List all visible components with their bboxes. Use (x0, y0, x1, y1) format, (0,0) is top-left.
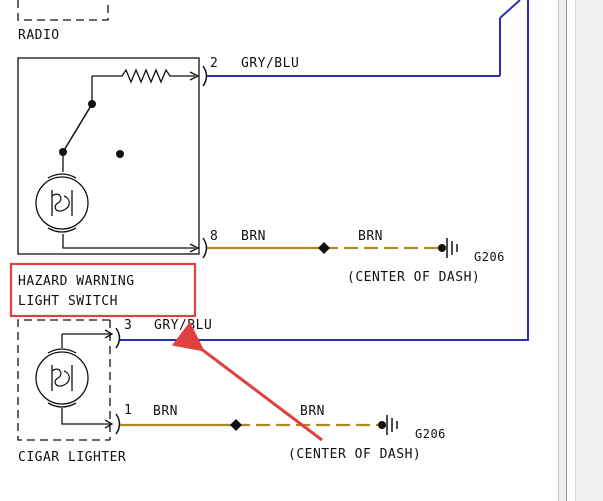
radio-label: RADIO (18, 28, 60, 43)
wire-color-gry-blu-top: GRY/BLU (241, 56, 299, 71)
connector-pin-2: 2 (202, 56, 218, 87)
connector-pin-3: 3 (115, 318, 132, 349)
hazard-label-line-2: LIGHT SWITCH (18, 294, 118, 309)
blue-feed-wire (499, 0, 529, 341)
hazard-lamp-icon (35, 176, 89, 230)
center-of-dash-bottom-label: (CENTER OF DASH) (288, 447, 421, 462)
center-of-dash-top-label: (CENTER OF DASH) (347, 270, 480, 285)
hazard-label-highlight: HAZARD WARNING LIGHT SWITCH (9, 262, 197, 318)
cigar-element-icon (35, 351, 89, 405)
cigar-lighter-component: CIGAR LIGHTER (17, 319, 126, 465)
pin-1-label: 1 (124, 403, 132, 418)
radio-component: RADIO (17, 0, 109, 43)
wire-color-gry-blu-mid: GRY/BLU (154, 318, 212, 333)
cigar-lighter-label: CIGAR LIGHTER (18, 450, 126, 465)
switch-contact-dot (116, 150, 124, 158)
wire-pin-8-brn: BRN BRN G206 (CENTER OF DASH) (207, 229, 505, 285)
window-frame (558, 0, 603, 501)
wire-pin-3-gry-blu: GRY/BLU (120, 318, 528, 341)
ground-g206-bottom-label: G206 (415, 427, 446, 441)
pin-8-label: 8 (210, 229, 218, 244)
hazard-label-line-1: HAZARD WARNING (18, 274, 135, 289)
connector-pin-8: 8 (202, 229, 218, 259)
ground-g206-icon (438, 244, 446, 252)
pin-3-label: 3 (124, 318, 132, 333)
wire-color-brn-1a: BRN (153, 404, 178, 419)
wire-color-brn-8b: BRN (358, 229, 383, 244)
wire-pin-1-brn: BRN BRN G206 (CENTER OF DASH) (120, 404, 446, 462)
hazard-switch-component (17, 57, 200, 255)
connector-pin-1: 1 (115, 403, 132, 435)
wire-color-brn-8a: BRN (241, 229, 266, 244)
wire-pin-2-gry-blu: GRY/BLU (207, 56, 500, 77)
highlight-box (9, 262, 197, 318)
pin-2-label: 2 (210, 56, 218, 71)
ground-g206-top-label: G206 (474, 250, 505, 264)
annotation-arrow (171, 321, 323, 442)
wire-color-brn-1b: BRN (300, 404, 325, 419)
red-arrow-icon (171, 321, 323, 442)
ground-g206-bottom-icon (378, 421, 386, 429)
scrollbar-track[interactable] (566, 0, 576, 501)
